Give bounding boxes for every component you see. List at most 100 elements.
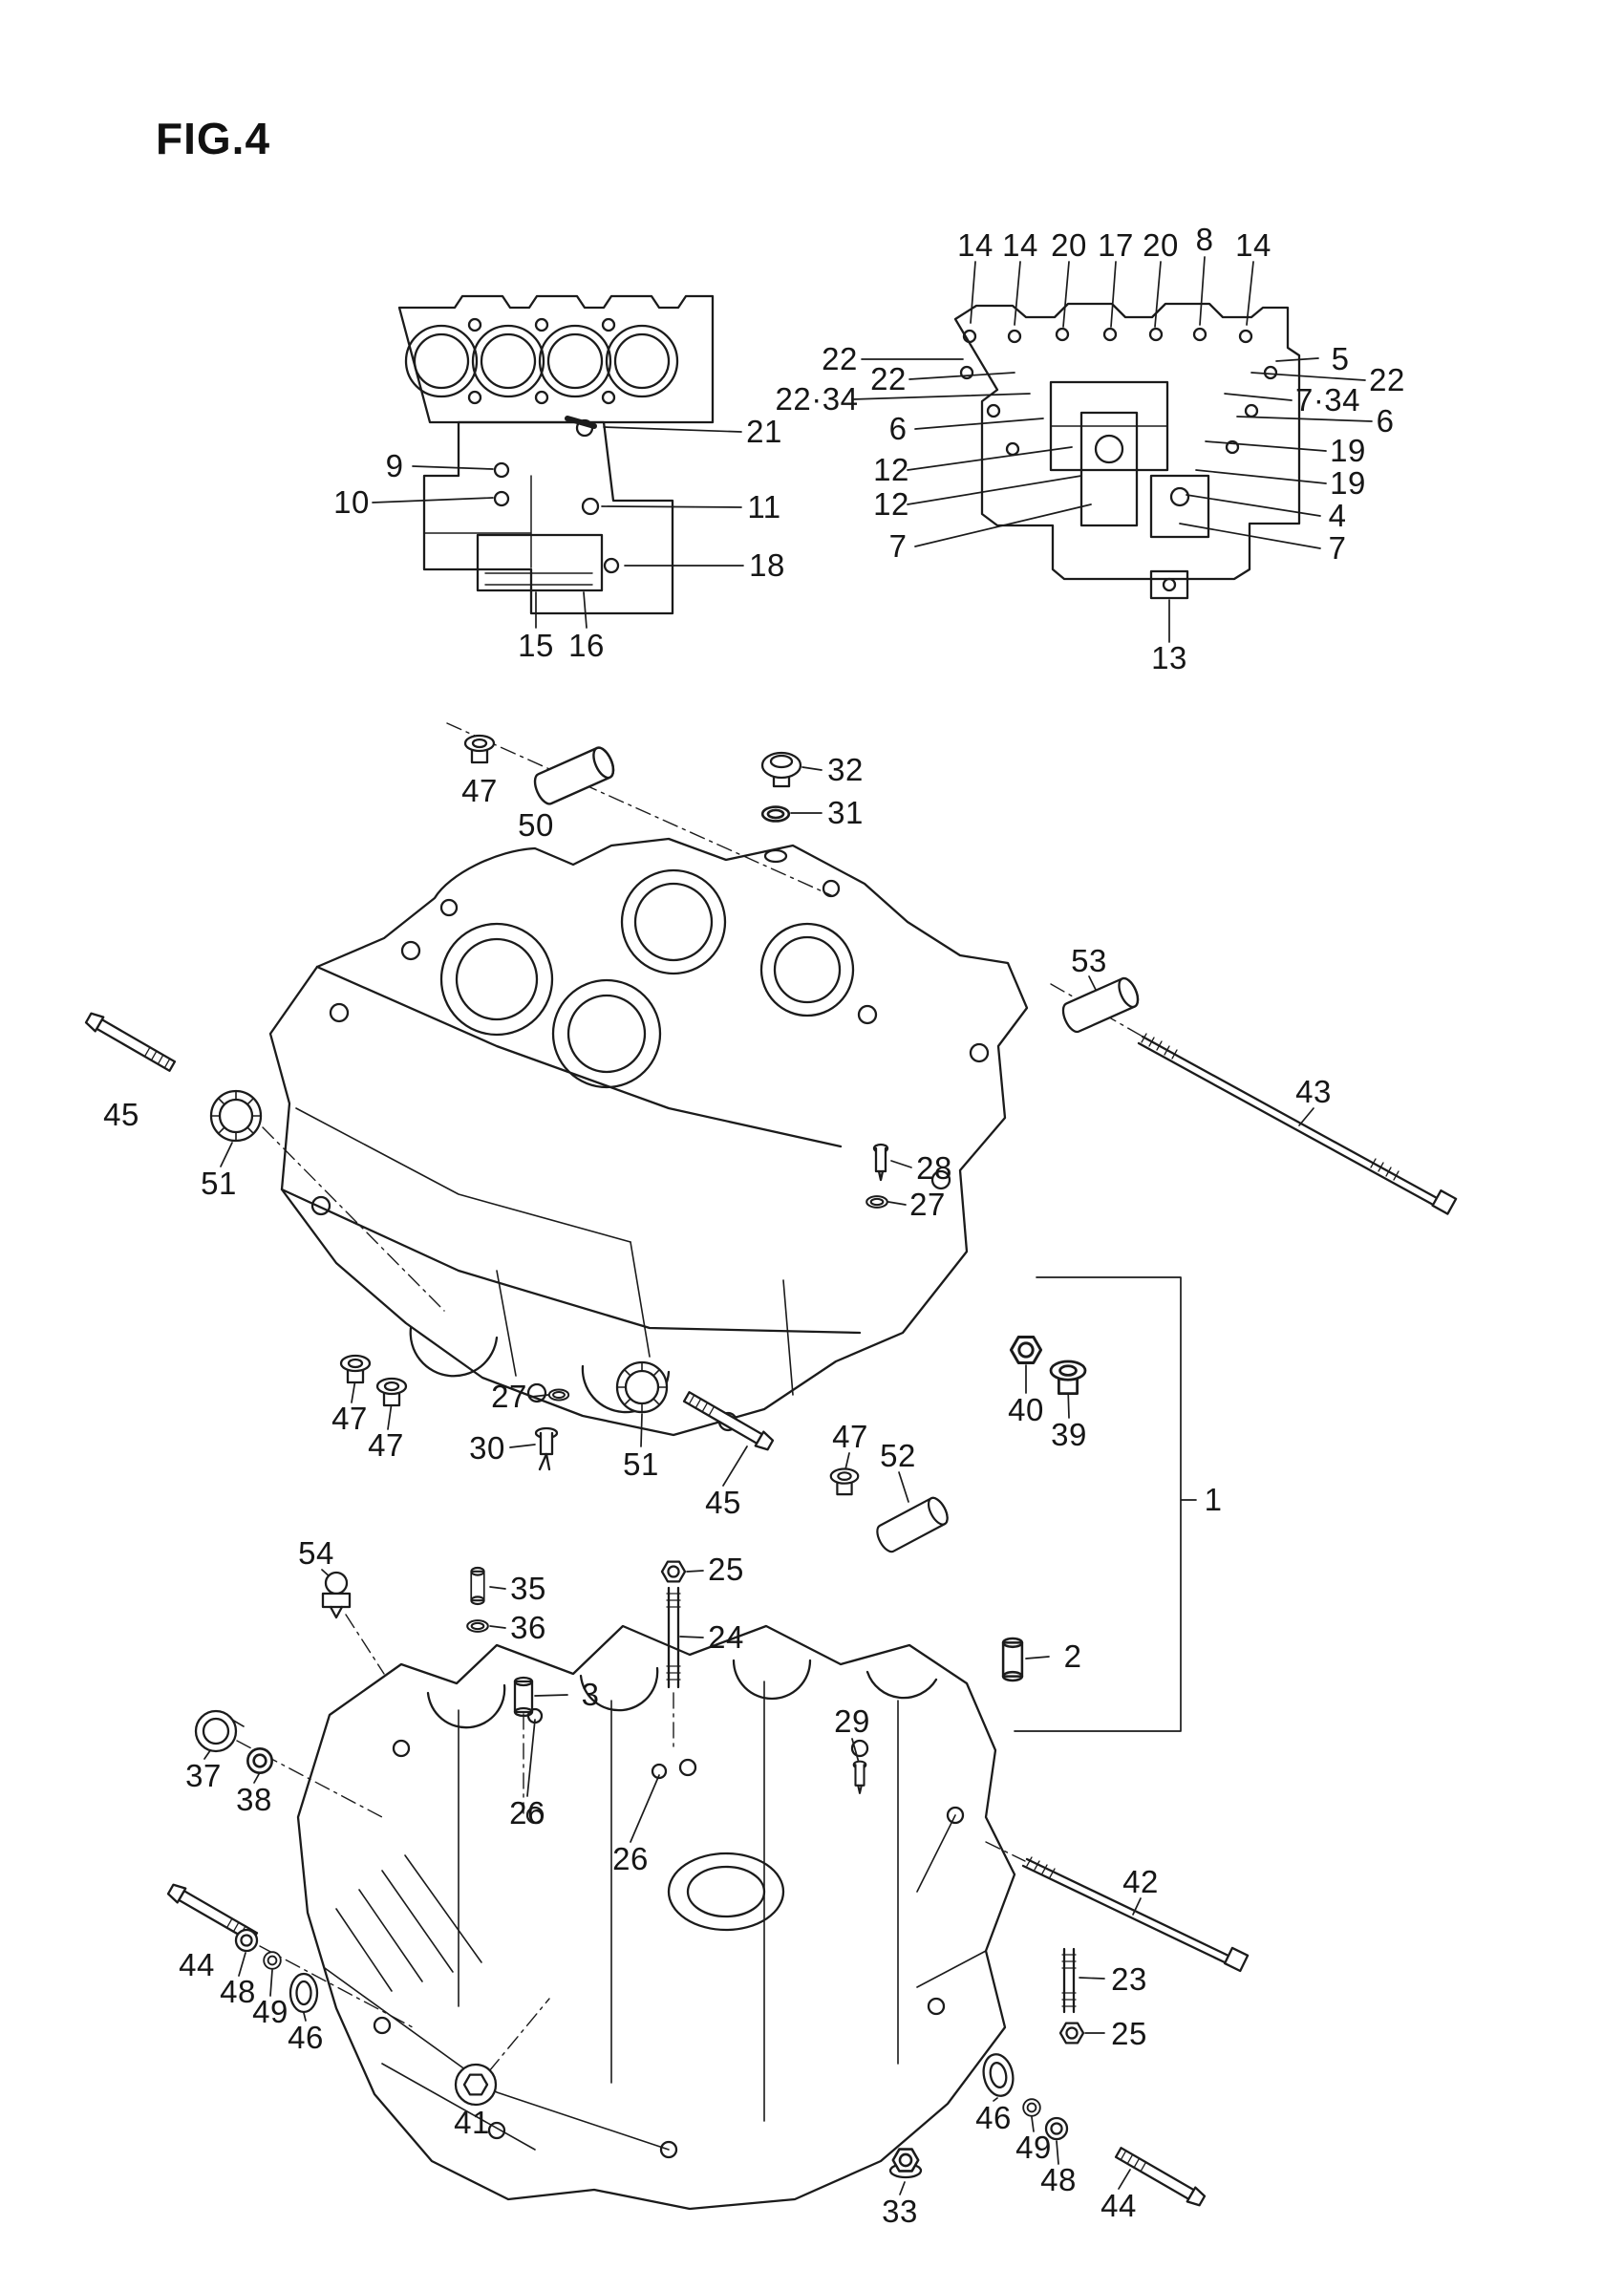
- callout-20: 20: [1051, 227, 1087, 263]
- part-47-cap-d: [829, 1467, 860, 1496]
- callout-44: 44: [1100, 2188, 1137, 2223]
- callout-28: 28: [916, 1150, 952, 1186]
- part-53-spacer: [1058, 974, 1143, 1037]
- part-48-washer-left: [234, 1928, 259, 1953]
- callout-22: 22: [870, 361, 907, 396]
- callout-42: 42: [1122, 1864, 1159, 1899]
- part-2-dowel: [1001, 1637, 1024, 1682]
- callout-45: 45: [705, 1485, 741, 1520]
- callout-46: 46: [288, 2020, 324, 2055]
- callout-14: 14: [1002, 227, 1038, 263]
- callout-22: 22: [822, 341, 858, 376]
- part-46-guide-left: [288, 1972, 319, 2014]
- callout-51: 51: [201, 1166, 237, 1201]
- callout-43: 43: [1295, 1074, 1332, 1109]
- callout-31: 31: [827, 795, 864, 830]
- lower-crankcase: [296, 1624, 1016, 2211]
- callout-52: 52: [880, 1438, 916, 1473]
- callout-1: 1: [1204, 1482, 1223, 1517]
- part-27-oring-b: [547, 1388, 570, 1402]
- part-42-long-bolt: [1021, 1856, 1250, 1973]
- upper-crankcase: [268, 837, 1029, 1437]
- part-35-pin: [470, 1566, 485, 1606]
- callout-29: 29: [834, 1703, 870, 1739]
- callout-25: 25: [708, 1552, 744, 1587]
- callout-30: 30: [469, 1430, 505, 1466]
- part-30-jet: [534, 1426, 559, 1471]
- part-3-dowel: [513, 1676, 534, 1718]
- part-40-nut: [1009, 1335, 1043, 1365]
- callout-51: 51: [623, 1446, 659, 1482]
- part-28-jet: [872, 1143, 889, 1182]
- callout-48: 48: [220, 1974, 256, 2009]
- figure-title: FIG.4: [156, 114, 271, 163]
- part-36-oring: [466, 1619, 489, 1633]
- callout-35: 35: [510, 1571, 546, 1606]
- callout-12: 12: [873, 452, 909, 487]
- part-54-switch: [321, 1571, 352, 1619]
- callout-45: 45: [103, 1097, 139, 1132]
- callout-6: 6: [1376, 403, 1395, 439]
- callout-54: 54: [298, 1535, 334, 1571]
- part-52-spacer: [872, 1493, 952, 1556]
- part-47-cap-c: [375, 1377, 408, 1407]
- callout-22: 22: [1369, 362, 1405, 397]
- leader-lines: [203, 256, 1373, 2195]
- callout-13: 13: [1151, 640, 1187, 675]
- top-view-upper-case: [397, 294, 715, 615]
- callout-27: 27: [909, 1187, 946, 1222]
- part-45-bolt-center: [681, 1388, 776, 1454]
- callout-37: 37: [185, 1758, 222, 1793]
- callout-20: 20: [1143, 227, 1179, 263]
- callout-6: 6: [888, 411, 908, 446]
- top-view-lower-case: [953, 302, 1301, 600]
- callout-5: 5: [1331, 341, 1350, 376]
- part-49-oring-right: [1022, 2098, 1041, 2117]
- part-46-guide-right: [982, 2053, 1015, 2097]
- callout-14: 14: [1235, 227, 1271, 263]
- callout-2: 2: [1063, 1638, 1082, 1674]
- callout-47: 47: [832, 1419, 868, 1454]
- part-39-plug: [1049, 1360, 1087, 1395]
- part-33-nut: [888, 2148, 923, 2179]
- callout-7: 7: [888, 528, 908, 564]
- callout-50: 50: [518, 807, 554, 843]
- callout-19: 19: [1330, 433, 1366, 468]
- callout-4: 4: [1328, 498, 1347, 533]
- callout-26: 26: [509, 1795, 545, 1831]
- part-23-stud: [1061, 1947, 1077, 2014]
- callout-7: 7: [1328, 530, 1347, 566]
- part-41-plug: [454, 2063, 498, 2107]
- callout-9: 9: [385, 448, 404, 483]
- callout-47: 47: [331, 1401, 368, 1436]
- callout-40: 40: [1008, 1392, 1044, 1427]
- callout-11: 11: [747, 489, 781, 525]
- callout-32: 32: [827, 752, 864, 787]
- callout-14: 14: [957, 227, 994, 263]
- callout-23: 23: [1111, 1961, 1147, 1997]
- callout-16: 16: [568, 628, 605, 663]
- part-50-spacer: [529, 743, 619, 808]
- part-47-cap-b: [339, 1354, 372, 1384]
- part-25-nut-lower: [1058, 2022, 1085, 2045]
- callout-47: 47: [368, 1427, 404, 1463]
- part-49-oring-left: [263, 1951, 282, 1970]
- part-29-jet: [852, 1760, 867, 1794]
- part-51-plug-center: [615, 1360, 669, 1414]
- callout-8: 8: [1195, 222, 1214, 257]
- callout-25: 25: [1111, 2016, 1147, 2051]
- callout-49: 49: [252, 1994, 288, 2029]
- callout-15: 15: [518, 628, 554, 663]
- axis-lines: [236, 722, 1145, 2072]
- callout-46: 46: [975, 2100, 1012, 2135]
- callout-36: 36: [510, 1610, 546, 1645]
- part-43-long-bolt: [1137, 1033, 1458, 1215]
- callout-33: 33: [882, 2194, 918, 2229]
- callout-47: 47: [461, 773, 498, 808]
- callout-24: 24: [708, 1619, 744, 1655]
- callout-21: 21: [746, 414, 782, 449]
- part-51-plug-left: [209, 1089, 263, 1143]
- callout-18: 18: [749, 547, 785, 583]
